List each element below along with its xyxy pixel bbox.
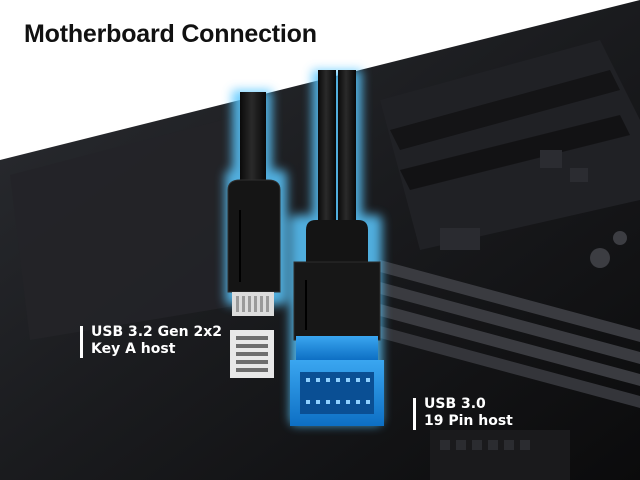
label-marker-bar (413, 398, 416, 430)
usb3-host-label: USB 3.0 19 Pin host (413, 396, 513, 430)
right-connector-collar (306, 220, 368, 262)
power-connector-pins (440, 440, 530, 450)
usb3-label-line2: 19 Pin host (424, 413, 513, 429)
right-connector-body (293, 261, 381, 341)
board-screw (613, 231, 627, 245)
right-cable-a (318, 70, 336, 240)
right-connector-blue (296, 336, 378, 360)
board-screw (590, 248, 610, 268)
board-chip (570, 168, 588, 182)
board-clip (440, 228, 480, 250)
left-connector-pins (236, 296, 269, 312)
key-a-label-line1: USB 3.2 Gen 2x2 (91, 324, 223, 340)
power-connector (430, 430, 570, 480)
board-heatsink (10, 118, 270, 340)
key-a-label-line2: Key A host (91, 341, 176, 357)
label-marker-bar (80, 326, 83, 358)
board-slot-upper (390, 70, 620, 150)
board-chip (540, 150, 562, 168)
left-connector-body (227, 179, 281, 293)
usb3-header-pins (306, 378, 370, 404)
board-slot-lower (400, 115, 630, 190)
right-cable-b (338, 70, 356, 240)
ram-slots (380, 260, 640, 408)
page-title: Motherboard Connection (24, 20, 317, 48)
key-a-host-label: USB 3.2 Gen 2x2 Key A host (80, 324, 223, 358)
key-a-header-contacts (236, 336, 268, 372)
usb3-label-line1: USB 3.0 (424, 396, 486, 412)
